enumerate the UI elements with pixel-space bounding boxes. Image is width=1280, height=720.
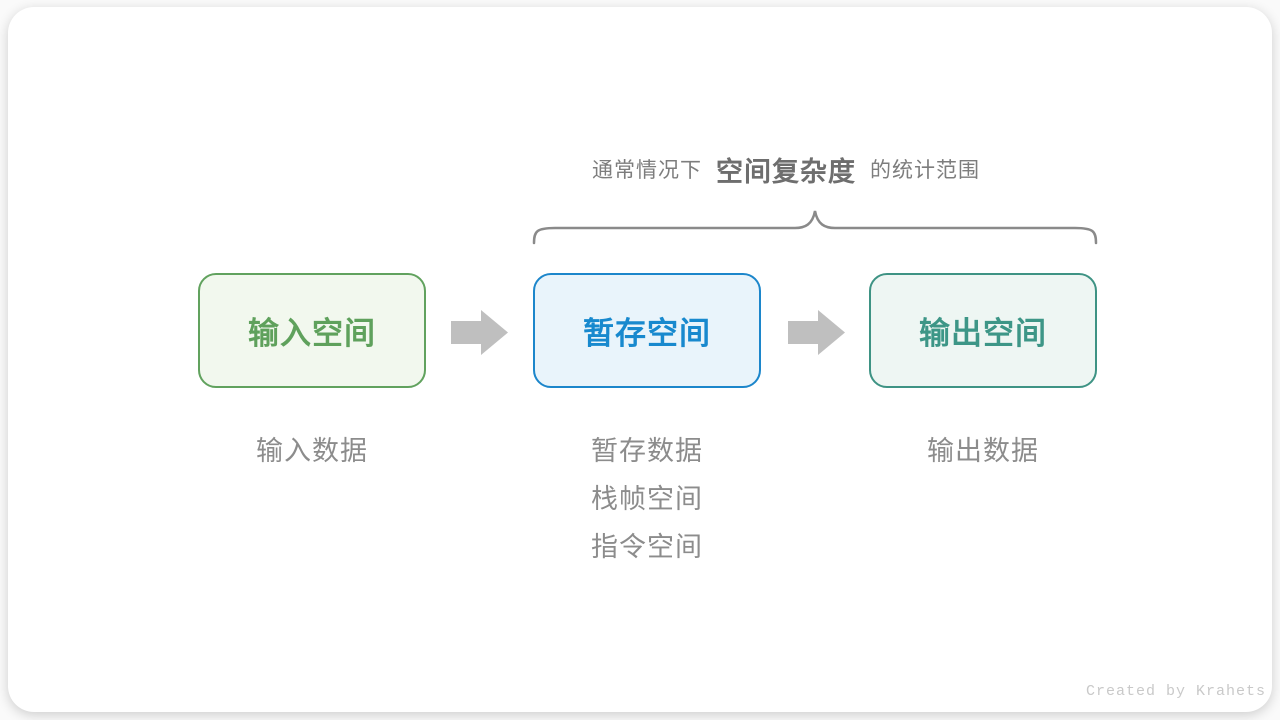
credit-text: Created by Krahets <box>1086 683 1267 700</box>
slide-card: 通常情况下 空间复杂度 的统计范围 输入空间 暂存空间 输出空间 输入数据 暂存… <box>8 7 1272 712</box>
note-line: 暂存数据 <box>591 436 703 466</box>
box-temp-space: 暂存空间 <box>533 273 761 388</box>
note-line: 栈帧空间 <box>591 484 703 514</box>
box-temp-space-label: 暂存空间 <box>583 316 711 351</box>
note-line: 输入数据 <box>256 436 368 466</box>
curly-brace <box>532 210 1098 245</box>
diagram-title: 通常情况下 空间复杂度 的统计范围 <box>486 150 1086 188</box>
title-prefix: 通常情况下 <box>592 159 702 182</box>
note-output-data: 输出数据 <box>869 427 1097 475</box>
box-output-space: 输出空间 <box>869 273 1097 388</box>
box-input-space: 输入空间 <box>198 273 426 388</box>
right-arrow-icon <box>451 310 508 355</box>
note-input-data: 输入数据 <box>198 427 426 475</box>
note-line: 指令空间 <box>591 532 703 562</box>
note-temp-data: 暂存数据 栈帧空间 指令空间 <box>533 427 761 571</box>
title-highlight: 空间复杂度 <box>716 156 856 187</box>
title-suffix: 的统计范围 <box>870 159 980 182</box>
box-output-space-label: 输出空间 <box>919 316 1047 351</box>
box-input-space-label: 输入空间 <box>248 316 376 351</box>
right-arrow-icon <box>788 310 845 355</box>
note-line: 输出数据 <box>927 436 1039 466</box>
